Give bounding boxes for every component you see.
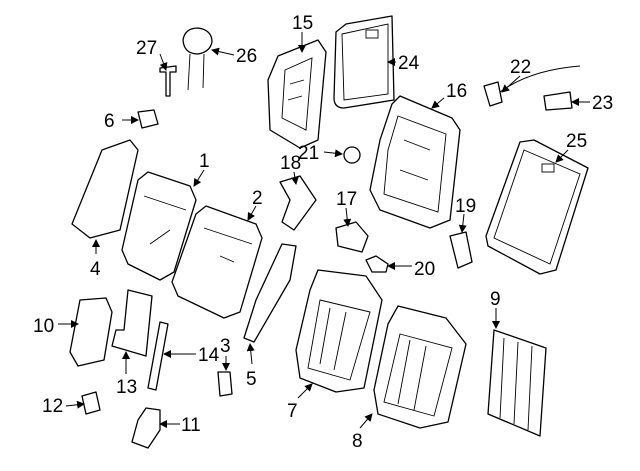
part-10-armrest[interactable] (69, 297, 113, 367)
part-24-panel[interactable] (333, 15, 395, 109)
part-21-knob[interactable] (343, 146, 361, 164)
callout-numbers: 1 2 3 4 5 6 7 8 9 10 11 12 13 14 15 16 1… (33, 13, 613, 452)
callout-26: 26 (236, 46, 257, 67)
callout-20: 20 (414, 259, 435, 280)
callout-17: 17 (336, 189, 357, 210)
callout-2: 2 (252, 188, 263, 209)
part-7-cushion-left[interactable] (295, 269, 383, 393)
callout-24: 24 (398, 53, 420, 74)
callout-10: 10 (33, 316, 54, 337)
callout-21: 21 (298, 143, 319, 164)
part-2-seat-back-center[interactable] (171, 205, 263, 319)
callout-11: 11 (181, 415, 201, 436)
callout-25: 25 (566, 131, 587, 152)
part-16-backrest-frame[interactable] (369, 95, 461, 229)
callout-7: 7 (287, 401, 298, 422)
callout-12: 12 (42, 396, 63, 417)
callout-13: 13 (116, 377, 137, 398)
callout-23: 23 (592, 93, 613, 114)
callout-4: 4 (90, 259, 101, 280)
part-3-clip[interactable] (217, 371, 233, 397)
callout-6: 6 (104, 111, 115, 132)
callout-27: 27 (136, 38, 157, 59)
callout-14: 14 (198, 345, 220, 366)
part-6-clip[interactable] (137, 109, 159, 129)
part-8-cushion-right[interactable] (373, 305, 467, 429)
part-12-clip[interactable] (81, 391, 101, 415)
part-20-bolt[interactable] (365, 255, 389, 273)
callout-18: 18 (280, 153, 301, 174)
part-14-rail[interactable] (147, 321, 169, 391)
callout-16: 16 (446, 81, 467, 102)
part-19-grommet[interactable] (449, 231, 473, 269)
part-9-mat[interactable] (487, 329, 547, 437)
part-4-side-cover[interactable] (71, 139, 139, 239)
part-15-frame[interactable] (267, 39, 327, 149)
part-18-hinge[interactable] (279, 175, 317, 231)
part-1-seat-back-left[interactable] (121, 171, 197, 281)
callout-3: 3 (220, 336, 231, 357)
part-11-bracket[interactable] (131, 407, 161, 449)
callout-5: 5 (246, 369, 257, 390)
callout-9: 9 (490, 289, 501, 310)
callout-22: 22 (510, 57, 531, 78)
callout-19: 19 (455, 196, 476, 217)
callout-15: 15 (292, 13, 313, 34)
leader-lines (58, 32, 590, 429)
part-27-guide[interactable] (159, 65, 177, 97)
part-25-board[interactable] (485, 139, 589, 275)
part-17-bracket[interactable] (335, 221, 369, 253)
callout-8: 8 (352, 431, 363, 452)
part-13-bracket[interactable] (111, 289, 153, 357)
part-5-side-trim[interactable] (243, 243, 297, 343)
callout-1: 1 (199, 151, 210, 172)
part-26-headrest[interactable] (182, 27, 213, 91)
part-23-bracket[interactable] (543, 91, 573, 111)
